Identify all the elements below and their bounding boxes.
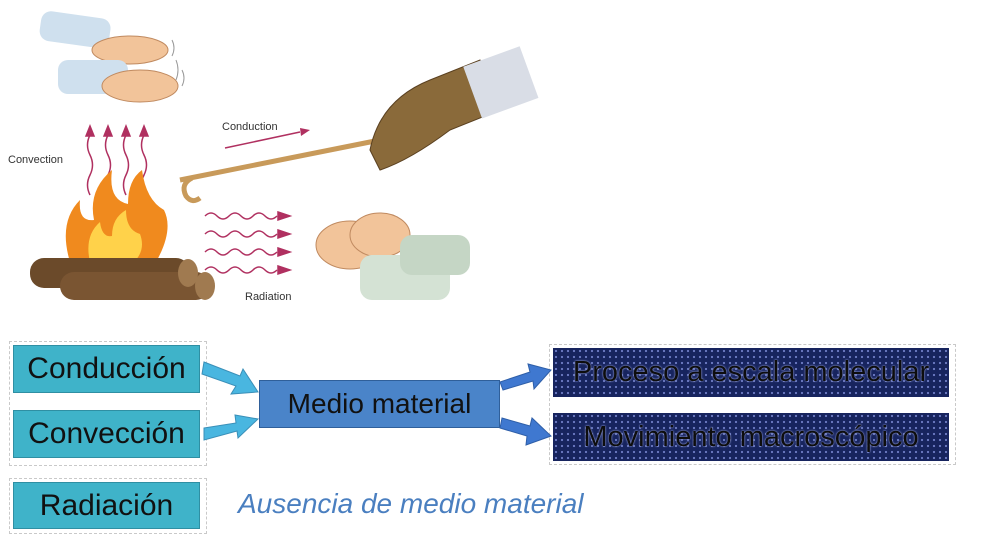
glove-icon <box>369 46 539 171</box>
arrow-medio-to-proceso <box>499 363 552 391</box>
conduction-rod-icon <box>179 128 381 204</box>
radiation-waves-icon <box>204 210 293 276</box>
convection-label: Convection <box>8 154 63 166</box>
conduction-label: Conduction <box>222 121 278 133</box>
conduccion-box: Conducción <box>13 345 200 393</box>
ausencia-medio-note: Ausencia de medio material <box>238 488 584 519</box>
arrow-conduccion-to-medio <box>201 361 259 395</box>
warming-hands-icon <box>315 212 470 300</box>
arrow-medio-to-movimiento <box>499 417 552 446</box>
conveccion-box: Convección <box>13 410 200 458</box>
movimiento-macroscopico-box: Movimiento macroscópico <box>553 413 949 461</box>
right-group-frame <box>549 344 956 465</box>
hands-over-fire-icon <box>39 11 185 103</box>
radiation-label: Radiation <box>245 291 291 303</box>
campfire-icon <box>30 170 215 300</box>
arrow-conveccion-to-medio <box>203 414 260 441</box>
left-group-frame <box>9 341 207 466</box>
heat-transfer-illustration: Convection Conduction <box>0 0 560 330</box>
medio-material-box: Medio material <box>259 380 500 428</box>
proceso-molecular-box: Proceso a escala molecular <box>553 348 949 397</box>
radiacion-box: Radiación <box>13 482 200 529</box>
